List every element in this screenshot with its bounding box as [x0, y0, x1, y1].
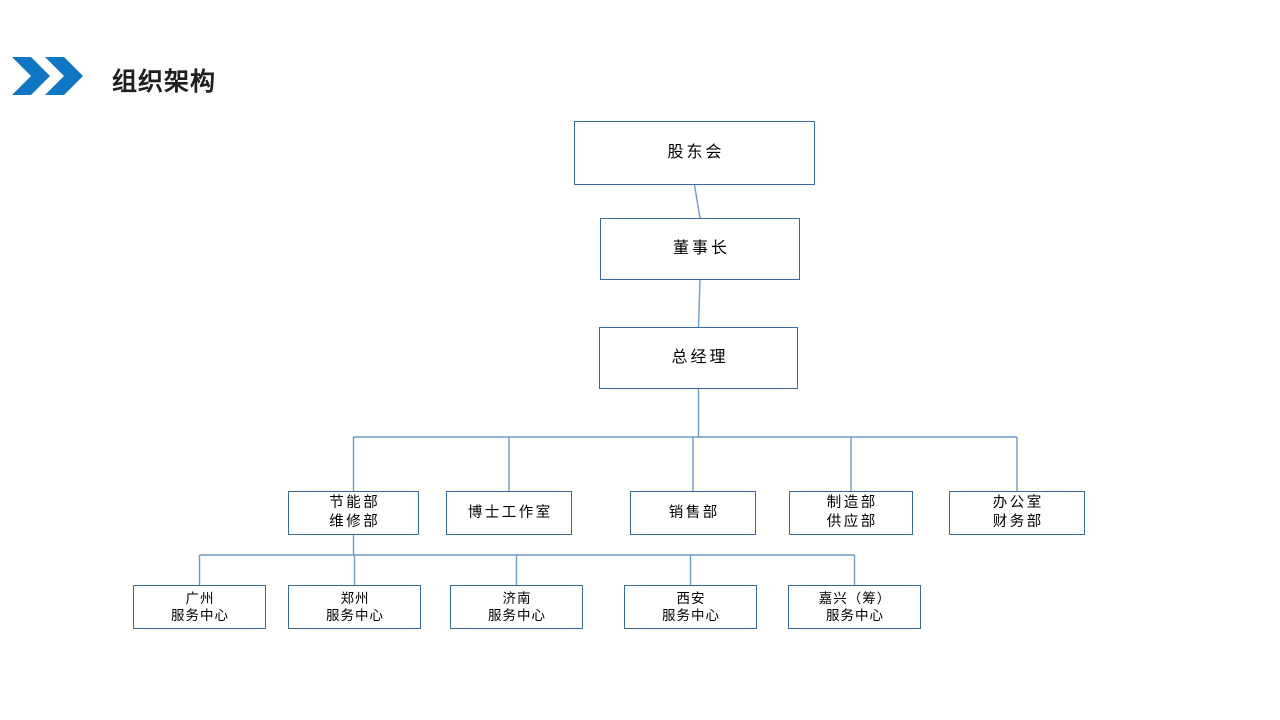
org-node-manufacturing-supply[interactable]: 制造部供应部 — [789, 491, 913, 535]
org-node-sales[interactable]: 销售部 — [630, 491, 756, 535]
org-node-label: 维修部 — [329, 514, 381, 530]
org-node-label: 董事长 — [672, 239, 730, 257]
org-node-label: 办公室 — [992, 495, 1044, 512]
org-node-xian-center[interactable]: 西安服务中心 — [624, 585, 757, 629]
org-node-jinan-center[interactable]: 济南服务中心 — [450, 585, 583, 629]
org-node-label: 服务中心 — [171, 608, 229, 623]
org-node-guangzhou-center[interactable]: 广州服务中心 — [133, 585, 266, 629]
org-node-doctor-studio[interactable]: 博士工作室 — [446, 491, 572, 535]
org-node-label: 制造部 — [826, 495, 878, 512]
org-node-label: 服务中心 — [662, 608, 720, 623]
org-node-chairman[interactable]: 董事长 — [600, 218, 800, 280]
org-node-label: 西安 — [676, 590, 706, 606]
org-node-label: 供应部 — [826, 514, 878, 530]
page-title: 组织架构 — [112, 68, 217, 96]
org-node-label: 服务中心 — [826, 608, 884, 623]
org-node-office-finance[interactable]: 办公室财务部 — [949, 491, 1085, 535]
org-node-label: 服务中心 — [326, 608, 384, 623]
double-chevron-right-icon — [12, 57, 88, 95]
org-node-general-manager[interactable]: 总经理 — [599, 327, 798, 389]
org-node-label: 股东会 — [667, 143, 725, 161]
org-node-jiaxing-center[interactable]: 嘉兴（筹） 服务中心 — [788, 585, 921, 629]
org-node-label: 博士工作室 — [467, 504, 553, 521]
slide-header: 组织架构 — [0, 0, 1280, 120]
org-node-energy-maintenance[interactable]: 节能部维修部 — [288, 491, 419, 535]
org-node-label: 嘉兴（筹） — [818, 590, 892, 606]
org-node-label: 济南 — [502, 590, 532, 606]
org-node-label: 服务中心 — [488, 608, 546, 623]
org-node-label: 财务部 — [992, 514, 1044, 530]
org-node-zhengzhou-center[interactable]: 郑州服务中心 — [288, 585, 421, 629]
org-node-label: 节能部 — [329, 495, 381, 512]
org-node-label: 总经理 — [671, 348, 729, 366]
org-node-label: 郑州 — [340, 590, 370, 606]
org-node-label: 广州 — [185, 590, 215, 606]
org-node-shareholders[interactable]: 股东会 — [574, 121, 815, 185]
org-node-label: 销售部 — [668, 504, 720, 521]
